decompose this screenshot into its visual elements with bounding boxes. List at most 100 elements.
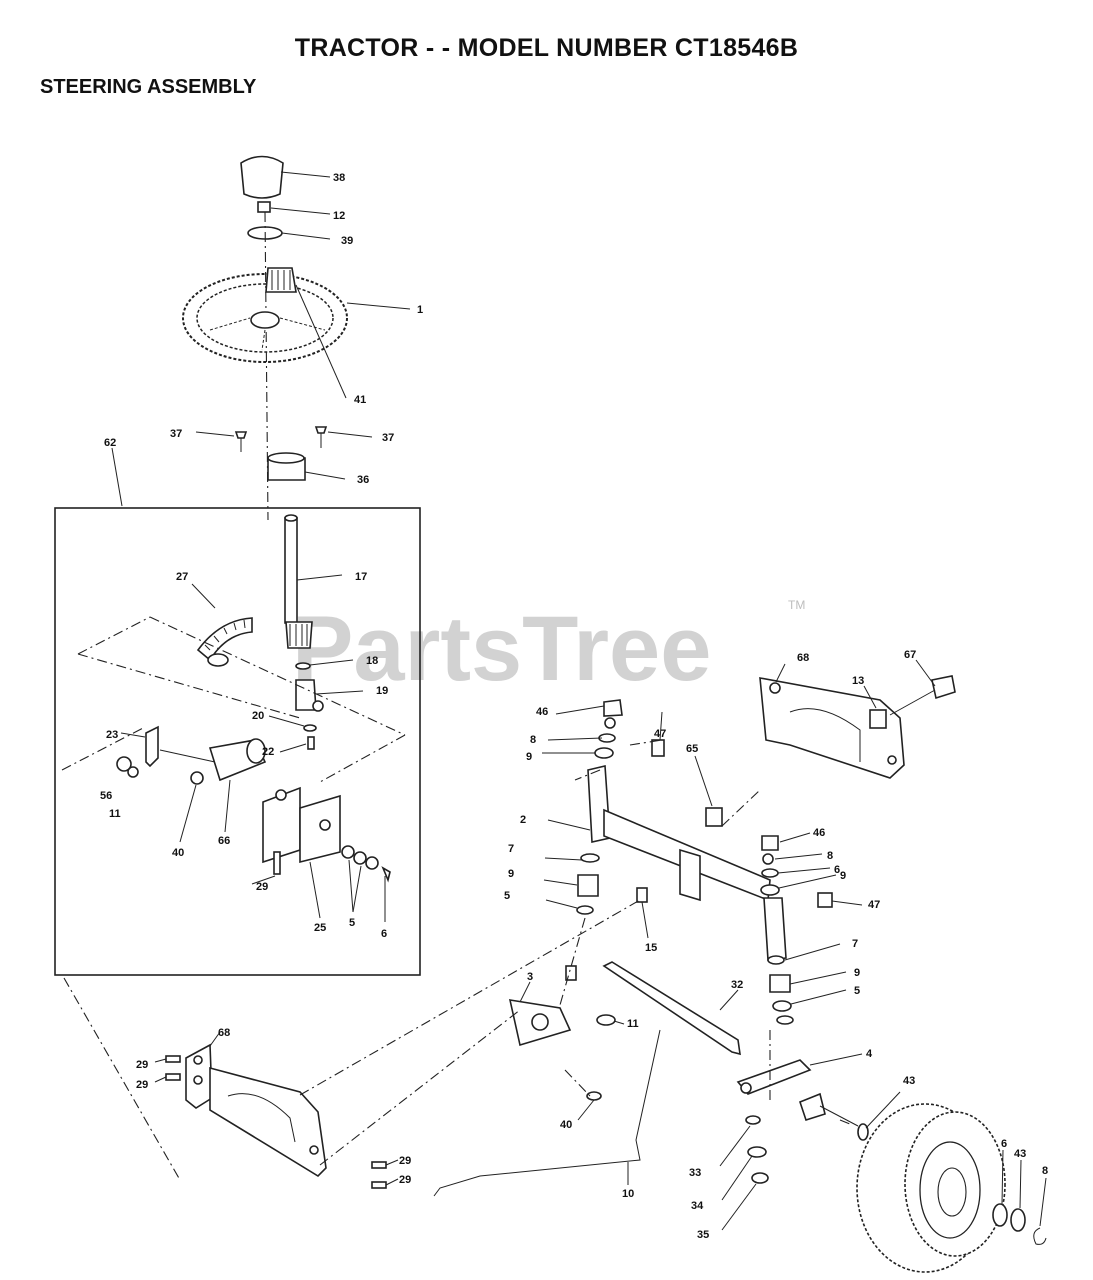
part-1-steering-wheel	[182, 273, 411, 363]
part-7-9-5-left-stack	[543, 853, 600, 915]
callout-9c: 9	[508, 868, 514, 880]
callout-17: 17	[355, 571, 367, 583]
callout-46b: 46	[813, 827, 825, 839]
part-29-bolt	[251, 851, 281, 885]
callout-10: 10	[622, 1188, 634, 1200]
callout-41: 41	[354, 394, 366, 406]
callout-15: 15	[645, 942, 657, 954]
part-20-washer	[268, 715, 317, 732]
callout-23: 23	[106, 729, 118, 741]
part-65-bushing	[694, 755, 723, 827]
callout-8b: 8	[827, 850, 833, 862]
part-13-spacer	[863, 685, 887, 729]
callout-8a: 8	[530, 734, 536, 746]
callout-6c: 6	[1001, 1138, 1007, 1150]
callout-33: 33	[689, 1167, 701, 1179]
callout-37a: 37	[170, 428, 182, 440]
callout-29d: 29	[399, 1155, 411, 1167]
callout-32: 32	[731, 979, 743, 991]
callout-3: 3	[527, 971, 533, 983]
part-32-drag-link	[602, 961, 741, 1056]
part-27-sector-gear	[191, 583, 253, 667]
callout-29e: 29	[399, 1174, 411, 1186]
part-8-6-9-right-stack	[760, 853, 837, 896]
callout-7b: 7	[852, 938, 858, 950]
callout-7a: 7	[508, 843, 514, 855]
watermark-tm: TM	[788, 598, 805, 612]
watermark-text: PartsTree	[292, 598, 711, 700]
section-subtitle: STEERING ASSEMBLY	[40, 76, 257, 98]
part-17-shaft	[284, 514, 343, 649]
callout-25: 25	[314, 922, 326, 934]
part-46-cap-left	[555, 699, 623, 717]
callout-12: 12	[333, 210, 345, 222]
part-40-nut-b	[577, 1091, 602, 1121]
callout-39: 39	[341, 235, 353, 247]
callout-68b: 68	[218, 1027, 230, 1039]
part-29-bolts-lower	[154, 1055, 399, 1189]
assembly-guide-lines	[63, 739, 851, 1181]
callout-19: 19	[376, 685, 388, 697]
callout-37b: 37	[382, 432, 394, 444]
part-41-adapter	[265, 267, 347, 399]
callout-6a: 6	[381, 928, 387, 940]
callout-5a: 5	[349, 917, 355, 929]
part-22-pin	[279, 736, 315, 753]
part-40-nut	[179, 771, 204, 843]
callout-11b: 11	[627, 1018, 639, 1030]
part-25-bracket	[262, 786, 341, 919]
callout-5c: 5	[854, 985, 860, 997]
callout-47b: 47	[868, 899, 880, 911]
part-68-upper-bracket	[759, 663, 905, 779]
part-56-11-washers	[116, 756, 139, 778]
callout-36: 36	[357, 474, 369, 486]
part-62-box	[54, 507, 421, 976]
part-33-34-35-stack	[719, 1115, 769, 1231]
part-68-lower-bracket	[185, 1031, 327, 1178]
callout-46a: 46	[536, 706, 548, 718]
callout-35: 35	[697, 1229, 709, 1241]
part-23-bracket	[120, 725, 159, 768]
callout-9d: 9	[854, 967, 860, 979]
callout-56: 56	[100, 790, 112, 802]
part-19-block	[295, 679, 364, 712]
callout-18: 18	[366, 655, 378, 667]
callout-65: 65	[686, 743, 698, 755]
front-tire	[856, 1103, 1006, 1273]
callout-29c: 29	[136, 1079, 148, 1091]
callout-68a: 68	[797, 652, 809, 664]
part-18-washer	[295, 659, 354, 670]
part-47-fitting-left	[651, 711, 665, 757]
callout-66: 66	[218, 835, 230, 847]
callout-11a: 11	[109, 808, 121, 820]
part-12-nut	[257, 201, 331, 215]
callout-43b: 43	[1014, 1148, 1026, 1160]
part-38-cap	[240, 155, 331, 199]
part-66-bushing	[159, 738, 267, 833]
part-3-left-spindle	[508, 965, 577, 1047]
box-guide-lines	[61, 616, 406, 783]
callout-labels: 38 12 39 1 41 37 37 36 62 17 27 18 19 20…	[100, 172, 1048, 1241]
callout-9a: 9	[526, 751, 532, 763]
part-11-washer-b	[596, 1014, 625, 1026]
part-47-fitting-right	[817, 892, 863, 908]
callout-40a: 40	[172, 847, 184, 859]
callout-34: 34	[691, 1200, 704, 1212]
callout-40b: 40	[560, 1119, 572, 1131]
part-37-screws	[195, 426, 373, 452]
part-39-washer	[247, 226, 331, 240]
callout-1: 1	[417, 304, 423, 316]
part-10-tie-rod	[433, 1029, 661, 1197]
callout-62: 62	[104, 437, 116, 449]
callout-29b: 29	[136, 1059, 148, 1071]
callout-38: 38	[333, 172, 345, 184]
callout-5b: 5	[504, 890, 510, 902]
callout-2: 2	[520, 814, 526, 826]
callout-27: 27	[176, 571, 188, 583]
callout-43a: 43	[903, 1075, 915, 1087]
callout-29a: 29	[256, 881, 268, 893]
part-5-6-washers	[341, 845, 391, 922]
part-4-steering-arm	[736, 1053, 863, 1095]
part-36-hub	[267, 452, 346, 481]
